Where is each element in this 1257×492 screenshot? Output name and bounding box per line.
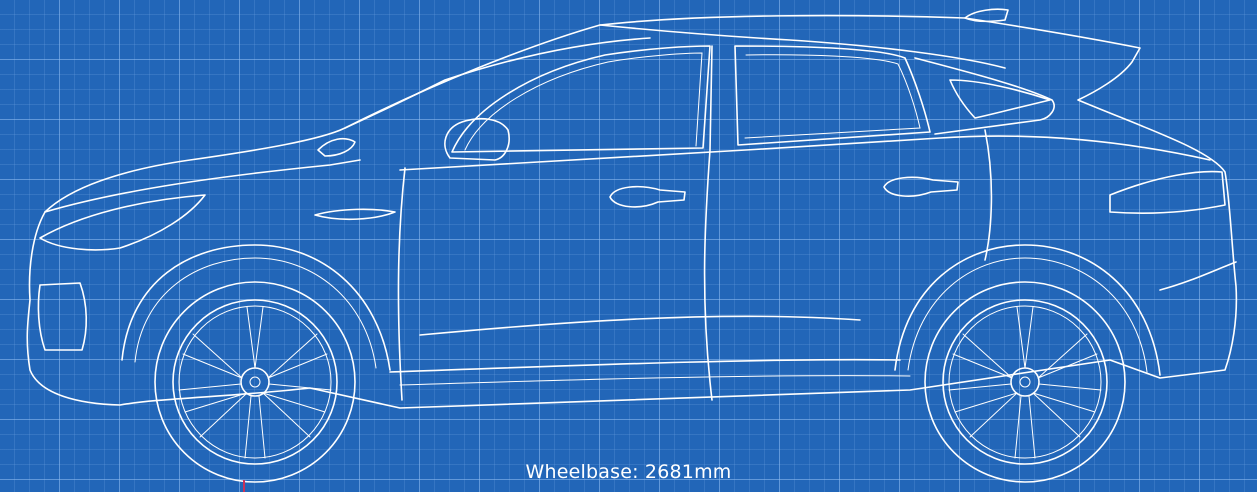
fender-vent	[314, 208, 396, 221]
rear-wheel-arch-inner	[907, 257, 1148, 373]
front-wheel-arch	[121, 244, 391, 371]
b-pillar-door-cut	[703, 45, 713, 401]
tail-light	[1109, 170, 1226, 214]
wheelbase-label: Wheelbase: 2681mm	[525, 461, 732, 483]
front-wheel	[154, 281, 356, 483]
rear-door-cut	[984, 129, 993, 261]
front-door-window	[451, 45, 711, 153]
rear-door-window	[734, 45, 931, 146]
front-door-cut	[397, 167, 406, 401]
front-intake	[37, 282, 88, 351]
side-sill-crease	[419, 315, 861, 336]
rear-wheel	[924, 281, 1126, 483]
rear-wheel-arch	[894, 244, 1161, 376]
hood-crease	[44, 159, 361, 213]
front-door-handle	[609, 185, 686, 208]
edge-marker	[243, 480, 245, 492]
lower-sill	[399, 375, 911, 386]
roof-line	[599, 24, 1006, 69]
c-pillar-line	[914, 57, 1055, 135]
headlight	[39, 194, 206, 251]
a-pillar	[344, 37, 651, 129]
front-door-window-inner	[464, 52, 703, 151]
rear-bumper-line	[1159, 261, 1237, 291]
body-outline	[26, 14, 1238, 409]
roof-spoiler	[964, 8, 1009, 23]
belt-line	[399, 135, 1211, 171]
rocker-line	[389, 358, 901, 373]
front-wheel-arch-inner	[134, 257, 377, 369]
quarter-window	[949, 79, 1051, 119]
rear-door-window-inner	[744, 54, 921, 139]
side-mirror	[444, 117, 510, 161]
rear-door-handle	[883, 176, 959, 197]
hood-wiper	[317, 137, 356, 157]
